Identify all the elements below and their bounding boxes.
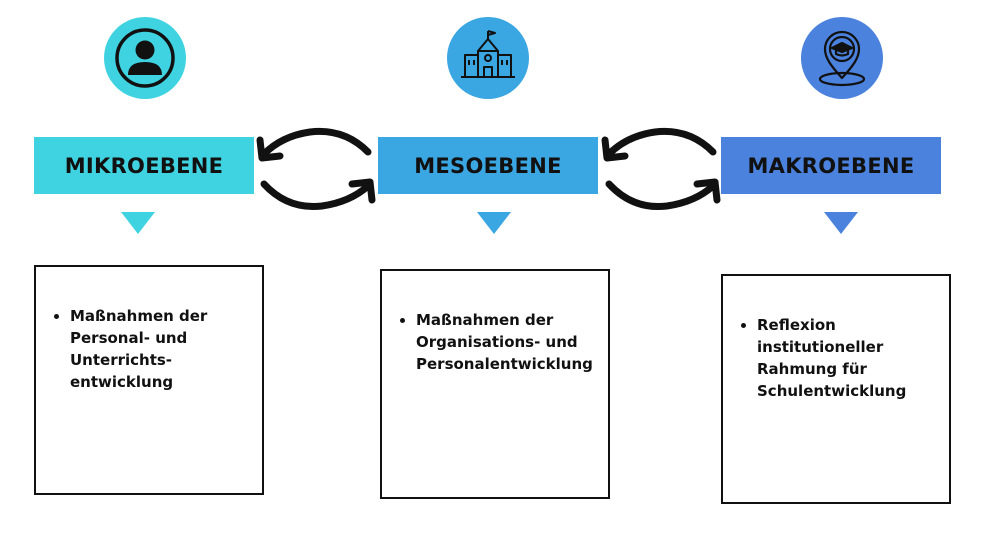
- list-item: Maßnahmen der Personal- und Unterrichts-…: [70, 305, 262, 393]
- list-item: Reflexion institutioneller Rahmung für S…: [757, 314, 949, 402]
- meso-bullet-text: Maßnahmen der Organisations- und Persona…: [416, 311, 593, 373]
- makro-pointer: [824, 212, 858, 234]
- person-icon: [115, 28, 175, 88]
- mikro-bullet-text: Maßnahmen der Personal- und Unterrichts-…: [70, 307, 208, 391]
- meso-pointer: [477, 212, 511, 234]
- makro-icon-circle: [801, 17, 883, 99]
- mikro-detail-box: Maßnahmen der Personal- und Unterrichts-…: [34, 265, 264, 495]
- school-building-icon: [461, 30, 515, 78]
- makro-bullet-text: Reflexion institutioneller Rahmung für S…: [757, 316, 907, 400]
- meso-icon-circle: [447, 17, 529, 99]
- mikro-icon-circle: [104, 17, 186, 99]
- makroebene-banner: MAKROEBENE: [721, 137, 941, 194]
- meso-detail-box: Maßnahmen der Organisations- und Persona…: [380, 269, 610, 499]
- graduation-cap-location-icon: [818, 30, 866, 87]
- makro-detail-box: Reflexion institutioneller Rahmung für S…: [721, 274, 951, 504]
- bidirectional-cycle-arrows-icon: [256, 127, 376, 211]
- mesoebene-banner: MESOEBENE: [378, 137, 598, 194]
- bidirectional-cycle-arrows-icon: [601, 127, 721, 211]
- mikro-pointer: [121, 212, 155, 234]
- mikroebene-banner: MIKROEBENE: [34, 137, 254, 194]
- list-item: Maßnahmen der Organisations- und Persona…: [416, 309, 608, 375]
